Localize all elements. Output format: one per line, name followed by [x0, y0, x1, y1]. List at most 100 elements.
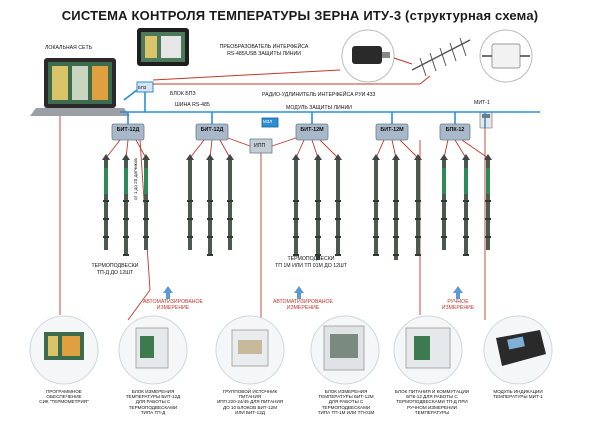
probe-sensor-ring — [227, 200, 233, 202]
rs485-bus — [120, 89, 540, 128]
probe-hook — [292, 154, 300, 160]
probe-sensor-ring — [485, 236, 491, 238]
thermal-probes — [102, 154, 492, 260]
probe-sensor-ring — [187, 200, 193, 202]
probe-sensor-ring — [123, 254, 129, 256]
thermal-probe — [464, 160, 468, 255]
thermal-probe — [188, 160, 192, 250]
radio-extender-label: РАДИО-УДЛИНИТЕЛЬ ИНТЕРФЕЙСА РУИ 433 — [262, 92, 376, 98]
thermal-probe — [486, 160, 490, 250]
mit1-label: МИТ-1 — [474, 100, 490, 106]
probes-tp1m-label-1: ТЕРМОПОДВЕСКИ — [287, 256, 335, 262]
probe-sensor-ring — [393, 218, 399, 220]
probe-sensor-ring — [373, 218, 379, 220]
probe-sensor-ring — [393, 254, 399, 256]
probe-sensor-ring — [227, 236, 233, 238]
probe-sensor-ring — [485, 200, 491, 202]
probe-sensor-ring — [463, 218, 469, 220]
protection-module-label: МОДУЛЬ ЗАЩИТЫ ЛИНИИ — [286, 105, 352, 111]
probe-sensor-ring — [123, 236, 129, 238]
manual-measure-label-1: РУЧНОЕ — [447, 299, 469, 305]
probe-sensor-ring — [123, 218, 129, 220]
probe-sensor-ring — [227, 218, 233, 220]
bottom-device-photos — [29, 315, 553, 385]
probe-sensor-ring — [373, 236, 379, 238]
probe-sensor-ring — [103, 200, 109, 202]
laptop-icon — [30, 58, 130, 116]
probe-sensor-ring — [335, 236, 341, 238]
probe-sensor-ring — [485, 218, 491, 220]
probe-green-section — [124, 168, 128, 194]
probe-green-section — [442, 168, 446, 194]
bpz-unit-label: БПЗ — [138, 85, 147, 90]
probe-sensor-ring — [187, 236, 193, 238]
converter-label-1: ПРЕОБРАЗОВАТЕЛЬ ИНТЕРФЕЙСА — [219, 44, 309, 50]
auto-measure-1-label-1: АВТОМАТИЗИРОВАНОЕ — [142, 299, 204, 305]
probe-sensor-ring — [373, 254, 379, 256]
interface-lines — [152, 57, 431, 85]
probe-hook — [440, 154, 448, 160]
probe-hook — [414, 154, 422, 160]
thermal-probe — [144, 160, 148, 250]
probe-hook — [462, 154, 470, 160]
rs485-bus-label: ШИНА RS-485 — [175, 102, 210, 108]
probe-sensor-ring — [143, 200, 149, 202]
probe-sensor-ring — [415, 218, 421, 220]
ipp-label: ИПП — [254, 143, 266, 149]
measurement-blocks — [111, 117, 471, 154]
probe-sensor-ring — [415, 254, 421, 256]
probe-sensor-ring — [207, 254, 213, 256]
protection-module-icon — [479, 29, 533, 83]
probe-sensor-ring — [143, 236, 149, 238]
probe-sensor-ring — [207, 218, 213, 220]
diagram-title: СИСТЕМА КОНТРОЛЯ ТЕМПЕРАТУРЫ ЗЕРНА ИТУ-3… — [61, 8, 539, 23]
converter-label-2: RS-485/USB ЗАЩИТЫ ЛИНИИ — [227, 51, 301, 57]
probe-sensor-ring — [293, 200, 299, 202]
probe-green-section — [144, 168, 148, 194]
probe-sensor-ring — [207, 236, 213, 238]
lan-label: ЛОКАЛЬНАЯ СЕТЬ — [45, 45, 93, 51]
probe-sensor-ring — [315, 218, 321, 220]
caption-bpk12: БЛОК ПИТАНИЯ И КОММУТАЦИИ БПК-12 ДЛЯ РАБ… — [394, 389, 470, 415]
block-bit12m-1: БИТ-12М — [300, 127, 324, 133]
probes-tpd-label-2: ТП-Д ДО 12ШТ — [96, 270, 134, 276]
mit1-icon — [479, 111, 493, 129]
probe-green-section — [486, 168, 490, 194]
probe-sensor-ring — [207, 200, 213, 202]
probe-hook — [392, 154, 400, 160]
probe-green-section — [464, 168, 468, 194]
probe-sensor-ring — [373, 200, 379, 202]
probe-sensor-ring — [335, 254, 341, 256]
probe-sensor-ring — [123, 200, 129, 202]
probe-hook — [484, 154, 492, 160]
thermal-probe — [442, 160, 446, 250]
probe-sensor-ring — [187, 218, 193, 220]
probe-sensor-ring — [335, 218, 341, 220]
caption-mit1: МОДУЛЬ ИНДИКАЦИИ ТЕМПЕРАТУРЫ МИТ-1 — [493, 389, 543, 400]
thermal-probe — [228, 160, 232, 250]
probe-sensor-ring — [315, 236, 321, 238]
probe-sensor-ring — [415, 236, 421, 238]
probe-sensor-ring — [315, 200, 321, 202]
thermal-probe — [374, 160, 378, 255]
probe-sensor-ring — [103, 218, 109, 220]
thermal-probe — [104, 160, 108, 250]
probe-sensor-ring — [393, 236, 399, 238]
tablet-icon — [137, 28, 189, 66]
probe-sensor-ring — [393, 200, 399, 202]
probe-green-section — [104, 168, 108, 194]
probe-sensor-ring — [143, 218, 149, 220]
usb-converter-icon — [341, 29, 395, 83]
thermal-probe — [294, 160, 298, 255]
probe-sensor-ring — [293, 236, 299, 238]
probe-hook — [142, 154, 150, 160]
block-bit12d-1: БИТ-12Д — [116, 127, 140, 133]
probe-sensor-ring — [441, 236, 447, 238]
probe-hook — [122, 154, 130, 160]
probe-sensor-ring — [463, 200, 469, 202]
thermal-probe — [208, 160, 212, 255]
caption-bit12m: БЛОК ИЗМЕРЕНИЯ ТЕМПЕРАТУРЫ БИТ-12М ДЛЯ Р… — [317, 389, 375, 415]
probes-tpd-label-1: ТЕРМОПОДВЕСКИ — [91, 263, 139, 269]
